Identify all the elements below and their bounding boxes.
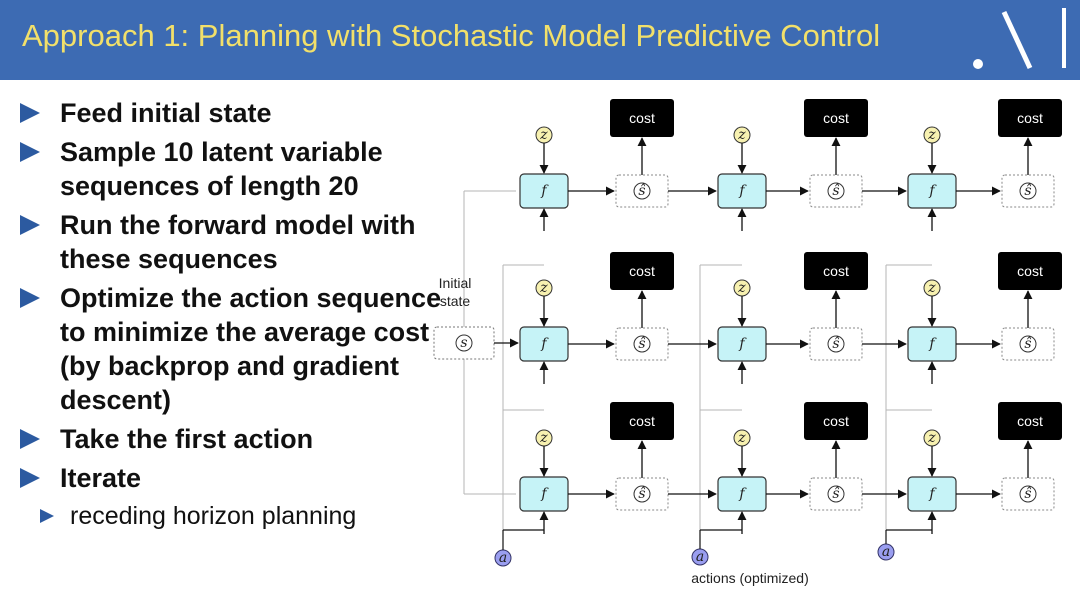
initial-state-label: Initial <box>439 275 472 291</box>
z-label: z <box>737 430 746 446</box>
z-label: z <box>737 280 746 296</box>
f-label: f <box>540 183 549 199</box>
predicted-state-circle <box>1019 335 1037 353</box>
cost-box <box>998 99 1062 137</box>
bullet-item: Take the first action <box>20 422 450 456</box>
cost-label: cost <box>823 263 849 279</box>
slide-title: Approach 1: Planning with Stochastic Mod… <box>22 18 881 53</box>
bullet-text: Sample 10 latent variable sequences of l… <box>60 137 383 201</box>
triangle-bullet-icon <box>20 288 40 308</box>
triangle-bullet-icon <box>20 429 40 449</box>
f-label: f <box>540 336 549 352</box>
predicted-state-circle <box>827 335 845 353</box>
a-label: a <box>696 549 704 565</box>
cost-box <box>610 99 674 137</box>
z-label: z <box>737 127 746 143</box>
predicted-state-circle <box>827 485 845 503</box>
cost-label: cost <box>629 110 655 126</box>
s-hat-label: ŝ <box>638 336 645 352</box>
predicted-state-circle <box>633 485 651 503</box>
triangle-bullet-icon <box>20 468 40 488</box>
bullet-text: Iterate <box>60 463 142 493</box>
cost-label: cost <box>1017 263 1043 279</box>
state-node-circle <box>455 334 473 352</box>
initial-state-label: state <box>440 293 471 309</box>
predicted-state-circle <box>1019 485 1037 503</box>
s-hat-label: ŝ <box>1024 486 1031 502</box>
bullet-list: Feed initial state Sample 10 latent vari… <box>20 96 450 532</box>
s-hat-label: ŝ <box>832 183 839 199</box>
s-hat-label: ŝ <box>638 183 645 199</box>
z-label: z <box>539 280 548 296</box>
triangle-bullet-icon <box>40 509 54 523</box>
cost-box <box>998 402 1062 440</box>
bullet-text: receding horizon planning <box>70 502 357 530</box>
bullet-item: Sample 10 latent variable sequences of l… <box>20 135 450 203</box>
title-bar: Approach 1: Planning with Stochastic Mod… <box>0 0 1080 80</box>
s-hat-label: ŝ <box>1024 336 1031 352</box>
a-label: a <box>499 550 507 566</box>
predicted-state-circle <box>1019 182 1037 200</box>
f-label: f <box>738 336 747 352</box>
cost-box <box>610 402 674 440</box>
z-label: z <box>539 430 548 446</box>
nyu-logo-icon <box>973 8 1066 70</box>
cost-box <box>804 99 868 137</box>
cost-box <box>610 252 674 290</box>
actions-label: actions (optimized) <box>691 570 809 586</box>
z-label: z <box>539 127 548 143</box>
f-label: f <box>540 486 549 502</box>
cost-label: cost <box>1017 110 1043 126</box>
cost-label: cost <box>629 263 655 279</box>
s-hat-label: ŝ <box>638 486 645 502</box>
f-label: f <box>928 336 937 352</box>
z-label: z <box>927 127 936 143</box>
predicted-state-circle <box>633 335 651 353</box>
f-label: f <box>928 486 937 502</box>
cost-box <box>998 252 1062 290</box>
f-label: f <box>738 183 747 199</box>
cost-label: cost <box>823 413 849 429</box>
cost-box <box>804 402 868 440</box>
s-hat-label: ŝ <box>832 336 839 352</box>
bullet-text: Optimize the action sequence to minimize… <box>60 283 442 415</box>
state-symbol: s <box>460 335 467 351</box>
s-hat-label: ŝ <box>832 486 839 502</box>
bullet-text: Run the forward model with these sequenc… <box>60 210 416 274</box>
bullet-item: Run the forward model with these sequenc… <box>20 208 450 276</box>
z-label: z <box>927 280 936 296</box>
triangle-bullet-icon <box>20 215 40 235</box>
cost-label: cost <box>823 110 849 126</box>
sub-bullet-item: receding horizon planning <box>40 500 450 532</box>
a-label: a <box>882 544 890 560</box>
cost-label: cost <box>629 413 655 429</box>
bullet-text: Take the first action <box>60 424 314 454</box>
triangle-bullet-icon <box>20 142 40 162</box>
predicted-state-circle <box>633 182 651 200</box>
s-hat-label: ŝ <box>1024 183 1031 199</box>
cost-box <box>804 252 868 290</box>
z-label: z <box>927 430 936 446</box>
predicted-state-circle <box>827 182 845 200</box>
triangle-bullet-icon <box>20 103 40 123</box>
bullet-item: Feed initial state <box>20 96 450 130</box>
cost-label: cost <box>1017 413 1043 429</box>
f-label: f <box>738 486 747 502</box>
f-label: f <box>928 183 937 199</box>
bullet-text: Feed initial state <box>60 98 272 128</box>
bullet-item: Optimize the action sequence to minimize… <box>20 281 450 417</box>
bullet-item: Iterate <box>20 461 450 495</box>
